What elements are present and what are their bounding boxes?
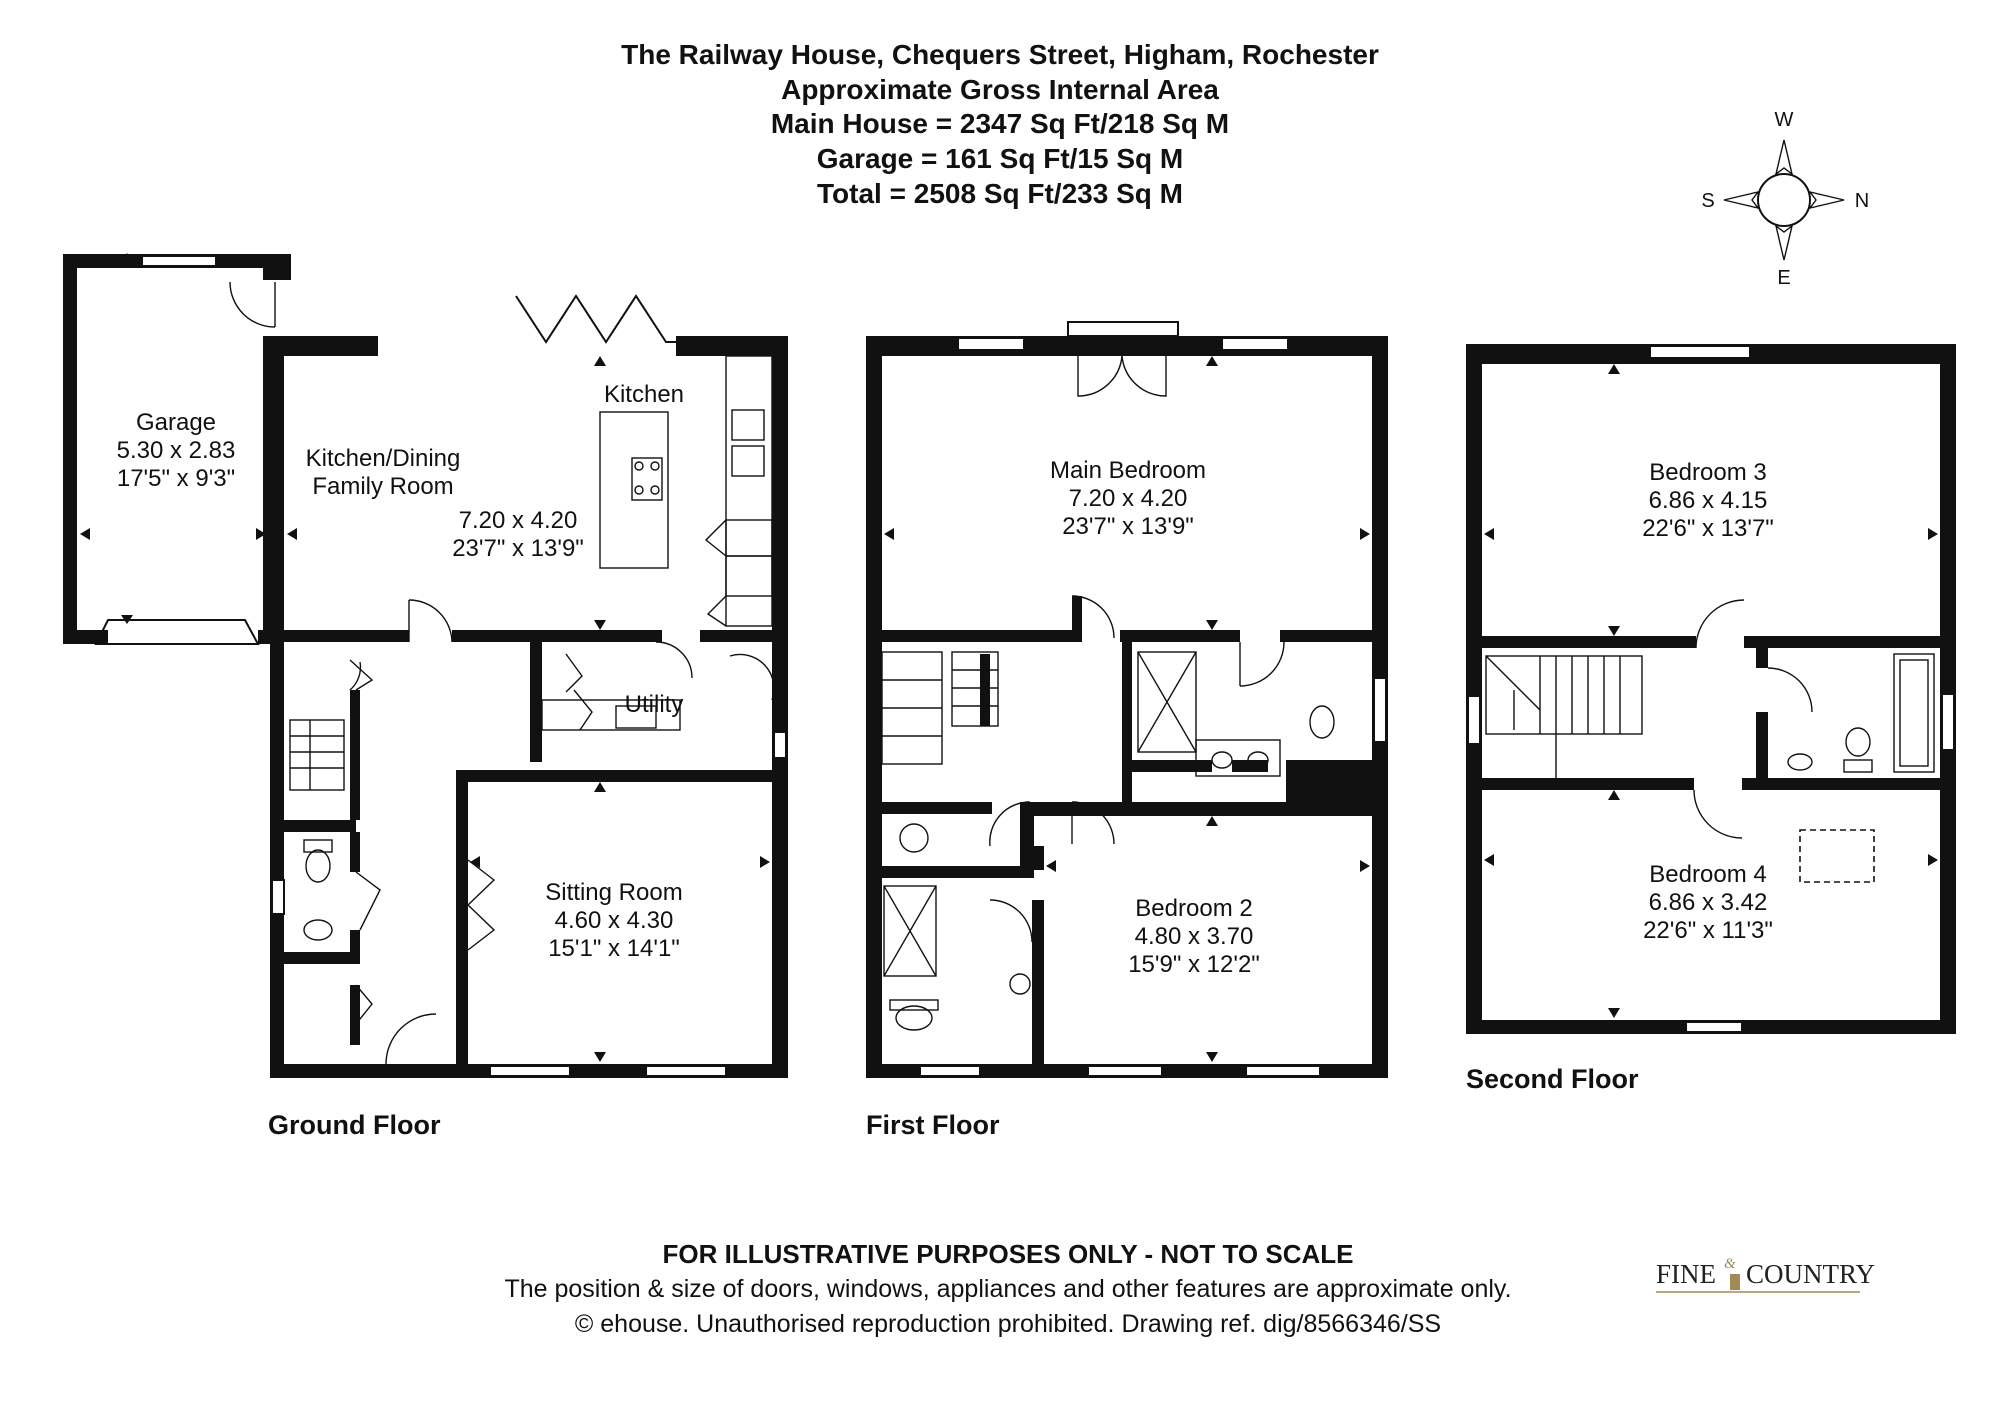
main-bedroom-metric: 7.20 x 4.20 xyxy=(1069,485,1188,512)
garage-area: Garage = 161 Sq Ft/15 Sq M xyxy=(817,143,1183,174)
window xyxy=(1649,345,1751,359)
bedroom-3-imperial: 22'6" x 13'7" xyxy=(1642,515,1774,542)
window xyxy=(919,1065,981,1077)
sitting-room-name: Sitting Room xyxy=(545,879,682,906)
kitchen-dining-imperial: 23'7" x 13'9" xyxy=(452,535,584,562)
plan-title: The Railway House, Chequers Street, High… xyxy=(621,39,1379,70)
logo-pillar-icon xyxy=(1730,1274,1740,1290)
copyright-line: © ehouse. Unauthorised reproduction proh… xyxy=(575,1310,1441,1338)
second-floor-label: Second Floor xyxy=(1466,1064,1639,1094)
bedroom-3-name: Bedroom 3 xyxy=(1649,459,1766,486)
compass-label-bottom: E xyxy=(1777,267,1790,289)
first-floor-plan: Main Bedroom 7.20 x 4.20 23'7" x 13'9" B… xyxy=(866,321,1388,1140)
bedroom-2-name: Bedroom 2 xyxy=(1135,895,1252,922)
window xyxy=(957,337,1025,351)
main-bedroom-name: Main Bedroom xyxy=(1050,457,1206,484)
bedroom-2-metric: 4.80 x 3.70 xyxy=(1135,923,1254,950)
fine-country-logo: Fine & Country xyxy=(1656,1256,1875,1293)
kitchen-island xyxy=(599,411,669,569)
utility-name: Utility xyxy=(625,691,684,718)
ground-floor-label: Ground Floor xyxy=(268,1110,441,1140)
bedroom-3-metric: 6.86 x 4.15 xyxy=(1649,487,1768,514)
disclaimer-line: The position & size of doors, windows, a… xyxy=(504,1275,1511,1303)
ground-floor-plan: Garage 5.30 x 2.83 17'5" x 9'3" Kitchen/… xyxy=(63,253,788,1140)
window xyxy=(489,1065,571,1077)
disclaimer-title: FOR ILLUSTRATIVE PURPOSES ONLY - NOT TO … xyxy=(663,1239,1354,1269)
window xyxy=(1467,695,1481,745)
header: The Railway House, Chequers Street, High… xyxy=(621,39,1379,209)
compass-label-right: N xyxy=(1855,190,1869,212)
logo-word-right: Country xyxy=(1746,1259,1875,1289)
garage-metric: 5.30 x 2.83 xyxy=(117,437,236,464)
garage-wall xyxy=(63,254,77,644)
garage-imperial: 17'5" x 9'3" xyxy=(117,465,235,492)
plan-subtitle: Approximate Gross Internal Area xyxy=(781,74,1219,105)
bedroom-2-imperial: 15'9" x 12'2" xyxy=(1128,951,1260,978)
window xyxy=(1245,1065,1321,1077)
first-floor-label: First Floor xyxy=(866,1110,1000,1140)
sitting-room-metric: 4.60 x 4.30 xyxy=(555,907,674,934)
bedroom-4-imperial: 22'6" x 11'3" xyxy=(1643,917,1773,944)
compass-label-left: S xyxy=(1701,190,1714,212)
logo-ampersand: & xyxy=(1724,1256,1736,1272)
total-area: Total = 2508 Sq Ft/233 Sq M xyxy=(817,178,1183,209)
compass-label-top: W xyxy=(1775,109,1794,131)
window xyxy=(1087,1065,1163,1077)
kitchen-dining-name-2: Family Room xyxy=(312,473,453,500)
second-floor-plan: Bedroom 3 6.86 x 4.15 22'6" x 13'7" Bedr… xyxy=(1466,344,1956,1094)
skylight xyxy=(1799,829,1875,883)
window xyxy=(141,255,217,267)
compass-rose: W N E S xyxy=(1701,109,1869,289)
main-bedroom-imperial: 23'7" x 13'9" xyxy=(1062,513,1194,540)
footer: FOR ILLUSTRATIVE PURPOSES ONLY - NOT TO … xyxy=(504,1239,1511,1338)
bifold-doors xyxy=(515,294,676,344)
window xyxy=(271,879,285,915)
kitchen-dining-metric: 7.20 x 4.20 xyxy=(459,507,578,534)
garage-name: Garage xyxy=(136,409,216,436)
main-house-area: Main House = 2347 Sq Ft/218 Sq M xyxy=(771,108,1229,139)
door-swing xyxy=(229,281,276,328)
bedroom-4-metric: 6.86 x 3.42 xyxy=(1649,889,1768,916)
window xyxy=(1685,1021,1743,1033)
kitchen-name: Kitchen xyxy=(604,381,684,408)
sitting-room-imperial: 15'1" x 14'1" xyxy=(548,935,680,962)
hob xyxy=(631,457,663,501)
window xyxy=(645,1065,727,1077)
logo-word-left: Fine xyxy=(1656,1259,1716,1289)
window xyxy=(773,731,787,759)
kitchen-dining-name-1: Kitchen/Dining xyxy=(306,445,461,472)
window xyxy=(1067,321,1179,337)
bedroom-4-name: Bedroom 4 xyxy=(1649,861,1766,888)
window xyxy=(1221,337,1289,351)
window xyxy=(1941,693,1955,751)
garage-door xyxy=(94,619,260,645)
window xyxy=(1373,677,1387,743)
